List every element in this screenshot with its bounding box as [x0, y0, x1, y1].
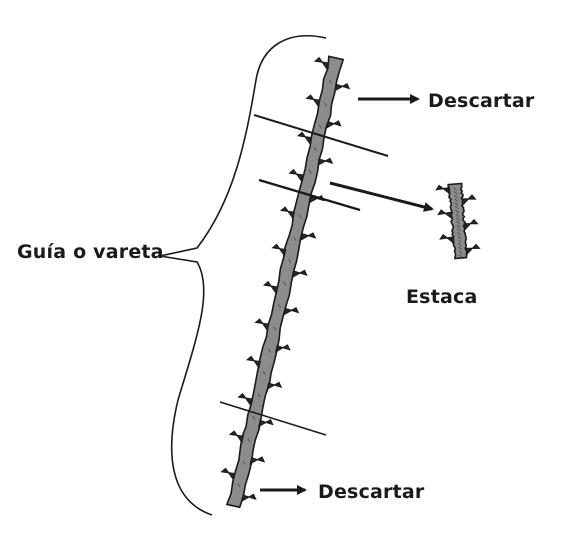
- stem-body: [448, 184, 467, 259]
- bud: [247, 357, 260, 368]
- label-guide: Guía o vareta: [17, 241, 164, 263]
- bud: [222, 469, 235, 480]
- bud: [335, 84, 349, 91]
- bud: [242, 495, 256, 502]
- bud: [281, 207, 294, 218]
- bud: [315, 58, 328, 69]
- bud: [259, 420, 273, 427]
- bud: [293, 271, 307, 278]
- cut-line-bottom: [220, 402, 326, 435]
- bud: [466, 245, 479, 255]
- bud: [327, 121, 341, 128]
- bud: [264, 282, 277, 293]
- bud: [438, 210, 451, 218]
- bud: [301, 233, 315, 240]
- bud: [318, 159, 332, 166]
- bud: [239, 394, 252, 405]
- bud: [230, 431, 243, 442]
- label-discard-top: Descartar: [428, 90, 535, 112]
- cutting-piece: [436, 184, 479, 259]
- bud: [298, 133, 311, 144]
- bud: [464, 220, 477, 230]
- bud: [440, 235, 453, 243]
- bud: [250, 457, 264, 464]
- bud: [462, 195, 475, 205]
- bud: [256, 319, 269, 330]
- bud: [290, 170, 303, 181]
- bud: [307, 95, 320, 106]
- bud: [273, 245, 286, 256]
- bud: [267, 383, 281, 390]
- label-discard-bottom: Descartar: [318, 481, 425, 503]
- bud: [284, 308, 298, 315]
- bud: [276, 345, 290, 352]
- label-cutting: Estaca: [406, 286, 477, 308]
